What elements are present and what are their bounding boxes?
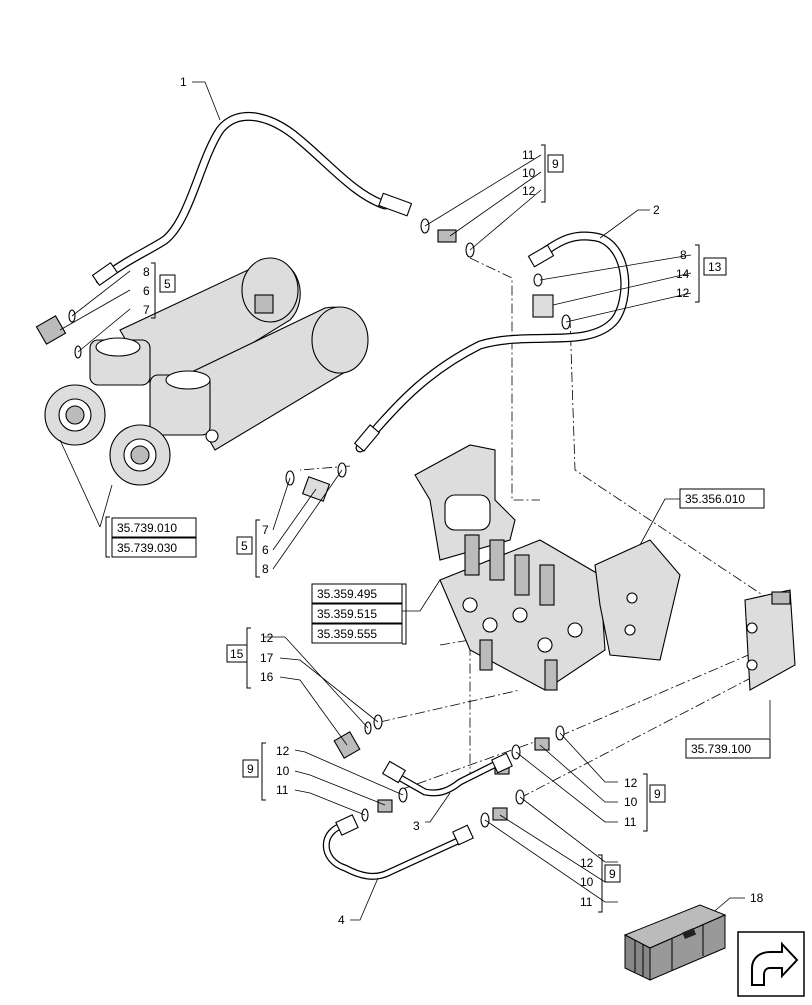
callout-9a-c: 11 [276,783,289,797]
callout-numbers: 1 2 3 4 18 11 10 12 9 8 6 7 5 8 14 12 13… [143,75,764,927]
reference-boxes[interactable]: 35.739.010 35.739.030 35.356.010 35.359.… [111,488,771,759]
callout-top9-ref: 9 [552,157,559,171]
next-page-arrow-icon[interactable] [737,931,805,997]
callout-left5-a: 8 [143,265,150,279]
fittings-top [420,218,475,258]
pipe-4 [322,814,474,880]
callout-18: 18 [750,891,764,905]
callout-left5-b: 6 [143,284,150,298]
callout-15-c: 16 [260,670,274,684]
callout-mid5-b: 6 [262,543,269,557]
callout-9c-b: 10 [580,875,594,889]
leader-lines [59,81,771,921]
ref-link-35-359-495[interactable]: 35.359.495 [317,587,377,601]
callout-top9-b: 10 [522,166,536,180]
callout-9c-ref: 9 [609,867,616,881]
ref-link-35-739-030[interactable]: 35.739.030 [117,541,177,555]
callout-15-b: 17 [260,651,274,665]
mounting-plate [744,589,796,691]
ref-link-35-739-010[interactable]: 35.739.010 [117,521,177,535]
callout-2: 2 [653,203,660,217]
callout-1: 1 [180,75,187,89]
callout-right13-a: 8 [680,248,687,262]
hose-2 [353,231,630,453]
callout-9a-a: 12 [276,744,290,758]
callout-9b-c: 11 [624,815,637,829]
hydraulic-cylinders [44,257,369,486]
callout-9a-b: 10 [276,764,290,778]
callout-9c-a: 12 [580,856,594,870]
elbow-fitting-right [532,273,571,330]
callout-right13-ref: 13 [708,260,722,274]
elbow-fitting-left [35,309,82,359]
callout-right13-c: 12 [676,286,690,300]
callout-9b-a: 12 [624,776,638,790]
callout-9c-c: 11 [580,895,593,909]
ref-link-35-359-555[interactable]: 35.359.555 [317,627,377,641]
parts-kit-box-icon [623,904,727,981]
callout-top9-c: 12 [522,184,536,198]
callout-mid5-ref: 5 [241,539,248,553]
ref-link-35-739-100[interactable]: 35.739.100 [691,742,751,756]
callout-9b-ref: 9 [654,787,661,801]
callout-left5-ref: 5 [164,277,171,291]
callout-mid5-a: 7 [262,523,269,537]
pipe-3 [381,752,513,797]
callout-3: 3 [413,819,420,833]
callout-left5-c: 7 [143,303,150,317]
callout-15-ref: 15 [230,647,244,661]
callout-mid5-c: 8 [262,562,269,576]
ref-link-35-356-010[interactable]: 35.356.010 [685,492,745,506]
elbow-fitting-mid [285,462,347,502]
callout-9b-b: 10 [624,795,638,809]
control-valve [414,444,606,691]
callout-4: 4 [338,913,345,927]
assembly-centerlines [299,257,771,799]
callout-top9-a: 11 [522,148,535,162]
callout-15-a: 12 [260,631,274,645]
hose-1 [91,111,413,286]
mounting-bracket [594,539,681,661]
callout-right13-b: 14 [676,267,690,281]
callout-9a-ref: 9 [247,762,254,776]
ref-link-35-359-515[interactable]: 35.359.515 [317,607,377,621]
fittings-lower [333,714,565,828]
